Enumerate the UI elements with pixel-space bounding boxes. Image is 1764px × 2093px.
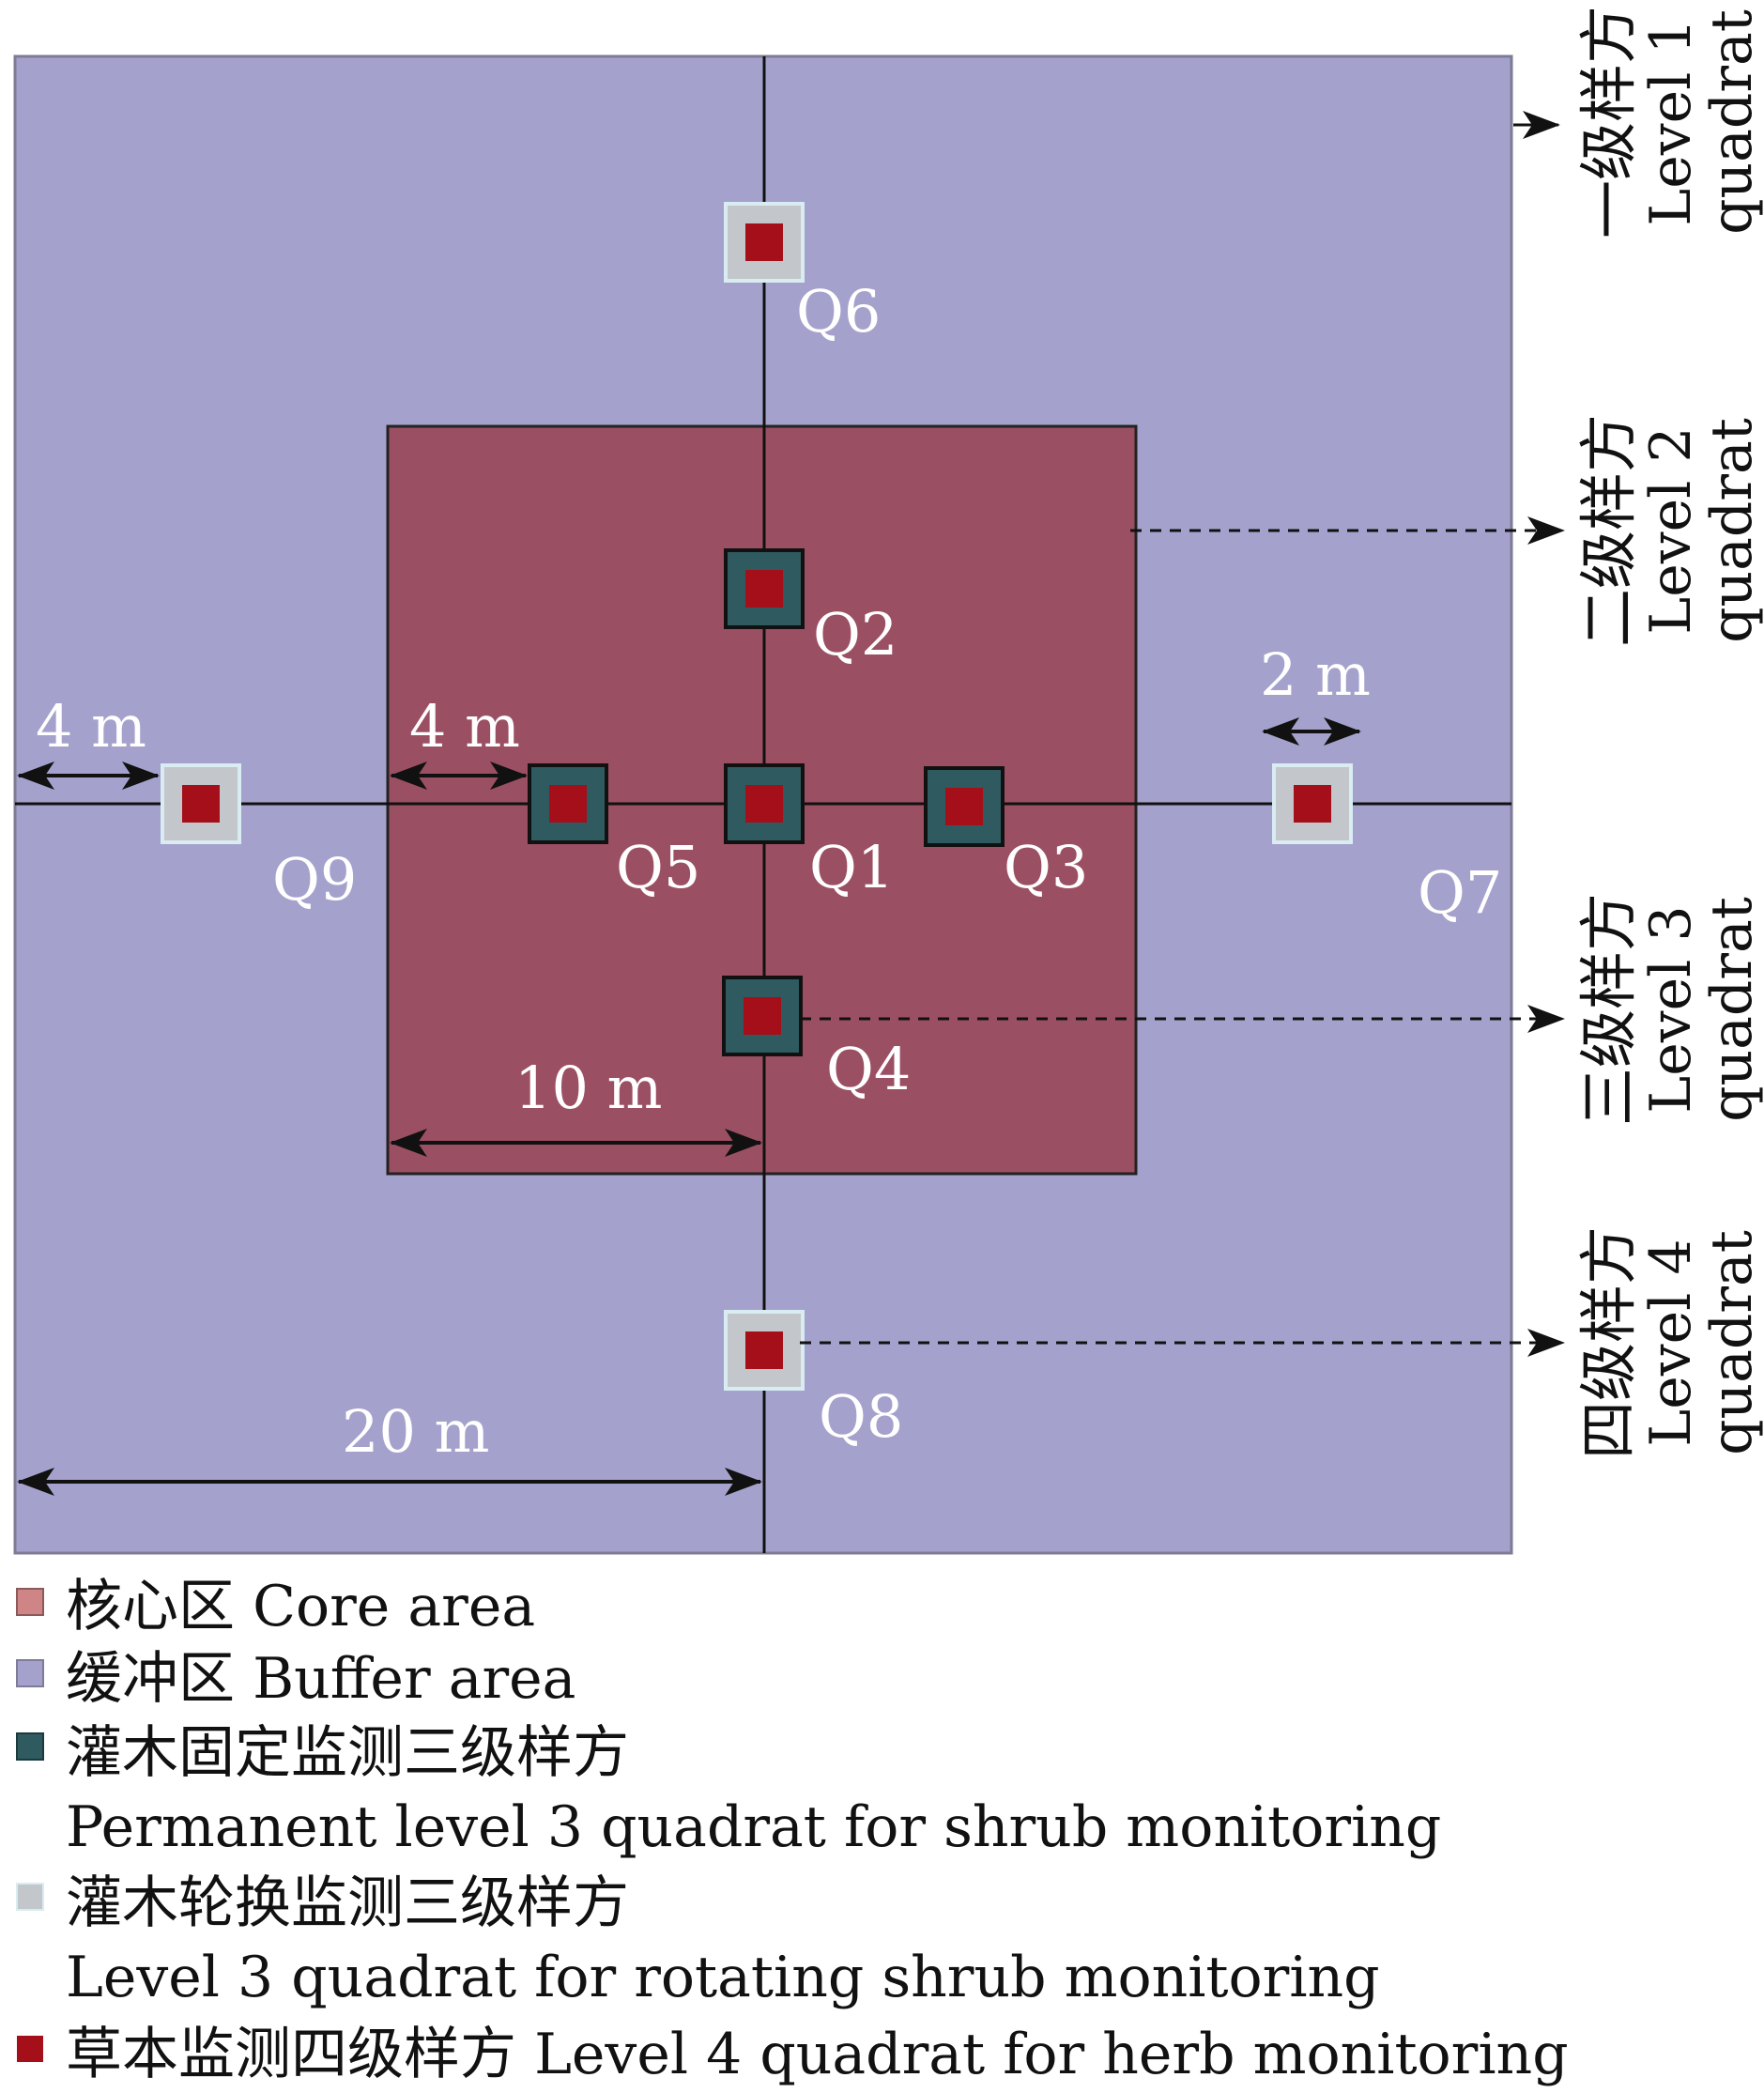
legend-label-permanent-en: Permanent level 3 quadrat for shrub moni…	[66, 1794, 1441, 1860]
side-label-level1-en1: Level 1	[1638, 18, 1704, 225]
side-label-level3-en2: quadrat	[1699, 897, 1764, 1122]
legend-label-buffer: 缓冲区 Buffer area	[66, 1646, 575, 1712]
label-q2: Q2	[813, 600, 897, 669]
side-label-level3-en1: Level 3	[1638, 905, 1704, 1113]
side-label-level4-en1: Level 4	[1638, 1239, 1704, 1446]
quadrat-q2	[724, 548, 805, 629]
side-label-level2-en1: Level 2	[1638, 426, 1704, 634]
side-label-level1-en2: quadrat	[1699, 9, 1764, 235]
legend-swatch-permanent-shrub	[16, 1732, 44, 1761]
side-label-level3: 三级样方 Level 3 quadrat	[1574, 893, 1764, 1126]
dimension-label-shrub-size: 2 m	[1260, 640, 1371, 709]
side-label-level4-en2: quadrat	[1699, 1230, 1764, 1455]
quadrat-q3	[924, 766, 1005, 847]
side-label-level1: 一级样方 Level 1 quadrat	[1574, 6, 1764, 239]
legend-swatch-buffer	[16, 1659, 44, 1687]
dimension-label-buffer-gap: 4 m	[36, 692, 146, 761]
quadrat-q6	[724, 202, 805, 283]
label-q7: Q7	[1418, 858, 1502, 927]
legend-label-rotating-cn: 灌木轮换监测三级样方	[66, 1870, 629, 1936]
dimension-label-core-half: 10 m	[514, 1054, 662, 1122]
quadrat-q5	[528, 763, 608, 844]
quadrat-q9	[161, 763, 241, 844]
label-q5: Q5	[616, 833, 700, 901]
legend-label-permanent-cn: 灌木固定监测三级样方	[66, 1720, 629, 1786]
side-label-level2-en2: quadrat	[1699, 418, 1764, 643]
side-label-level3-cn: 三级样方	[1574, 893, 1643, 1126]
legend-label-herb: 草本监测四级样方 Level 4 quadrat for herb monito…	[66, 2022, 1569, 2087]
side-label-level2: 二级样方 Level 2 quadrat	[1574, 414, 1764, 647]
label-q6: Q6	[796, 277, 881, 346]
label-q3: Q3	[1004, 833, 1088, 901]
label-q9: Q9	[272, 845, 357, 914]
side-label-level4: 四级样方 Level 4 quadrat	[1574, 1226, 1764, 1459]
label-q1: Q1	[809, 833, 894, 901]
label-q8: Q8	[819, 1382, 903, 1451]
quadrat-q1	[724, 763, 805, 844]
legend-swatch-core	[16, 1588, 44, 1616]
legend-swatch-herb	[17, 2036, 43, 2062]
quadrat-q8	[724, 1310, 805, 1391]
side-label-level1-cn: 一级样方	[1574, 6, 1643, 239]
side-label-level4-cn: 四级样方	[1574, 1226, 1643, 1459]
quadrat-q4	[722, 976, 803, 1056]
legend: 核心区 Core area 缓冲区 Buffer area 灌木固定监测三级样方…	[16, 1574, 1569, 2087]
dimension-label-core-gap: 4 m	[409, 692, 520, 761]
dimension-label-plot-half: 20 m	[342, 1397, 489, 1466]
side-label-level2-cn: 二级样方	[1574, 414, 1643, 647]
legend-label-rotating-en: Level 3 quadrat for rotating shrub monit…	[66, 1945, 1380, 2010]
legend-swatch-rotating-shrub	[16, 1883, 44, 1911]
label-q4: Q4	[826, 1035, 911, 1103]
legend-label-core: 核心区 Core area	[66, 1574, 535, 1639]
quadrat-q7	[1272, 763, 1353, 844]
